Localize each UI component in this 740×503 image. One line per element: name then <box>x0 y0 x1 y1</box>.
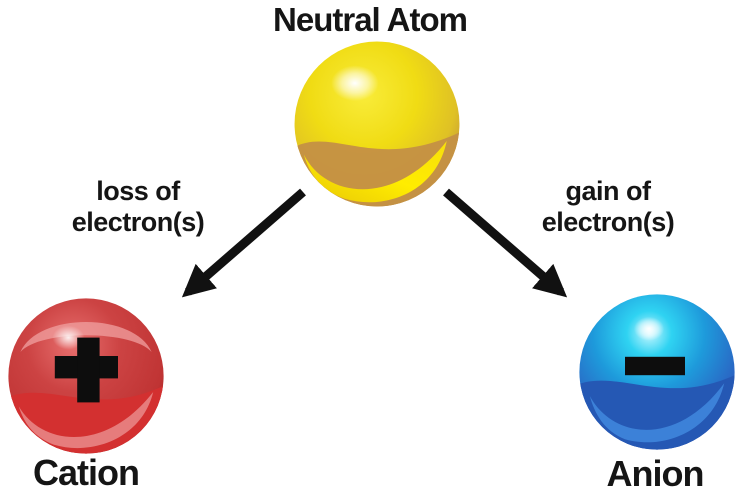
anion-label: Anion <box>606 453 705 494</box>
loss-label-line1: loss of <box>96 176 180 206</box>
diagram-title: Neutral Atom <box>273 1 468 38</box>
gain-of-electrons-label: gain of electron(s) <box>498 176 718 238</box>
neutral-atom-sphere-icon <box>294 41 460 207</box>
cation-label: Cation <box>33 452 140 493</box>
gain-label-line1: gain of <box>565 176 652 206</box>
cation-sphere-icon <box>8 298 164 454</box>
plus-icon <box>54 337 118 403</box>
loss-label-line2: electron(s) <box>71 207 205 237</box>
anion-sphere-icon <box>579 294 735 450</box>
minus-icon <box>625 356 685 376</box>
loss-of-electrons-label: loss of electron(s) <box>28 176 248 238</box>
gain-label-line2: electron(s) <box>541 207 675 237</box>
